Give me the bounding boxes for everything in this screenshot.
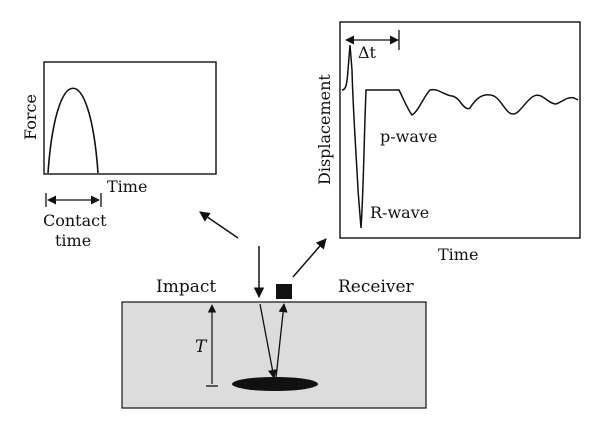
- flaw-ellipse: [232, 377, 318, 391]
- receiver-label: Receiver: [338, 277, 415, 297]
- r-wave-label: R-wave: [370, 203, 429, 222]
- delta-t-label: Δt: [358, 43, 377, 62]
- displacement-y-label: Displacement: [315, 74, 334, 185]
- displacement-plot-frame: [339, 21, 581, 239]
- arrow-to-displacement-plot: [292, 238, 327, 278]
- thickness-label: T: [195, 337, 208, 357]
- receiver-sensor: [276, 284, 292, 299]
- impact-label: Impact: [156, 277, 216, 297]
- force-x-label: Time: [107, 177, 147, 196]
- contact-time-label-2: time: [55, 231, 91, 250]
- force-y-label: Force: [21, 94, 40, 140]
- displacement-x-label: Time: [438, 245, 478, 264]
- specimen: T Impact Receiver: [121, 246, 427, 409]
- wave-path-down: [259, 303, 277, 379]
- specimen-block: [121, 301, 427, 409]
- p-wave-label: p-wave: [380, 127, 437, 146]
- displacement-waveform: [341, 44, 579, 229]
- force-plot-frame: [43, 61, 217, 175]
- contact-time-label-1: Contact: [43, 211, 107, 230]
- arrow-to-force-plot: [199, 211, 239, 239]
- force-pulse-curve: [47, 87, 99, 174]
- wave-path-up: [275, 303, 288, 379]
- displacement-plot: Δt p-wave R-wave Displacement Time: [315, 21, 581, 264]
- force-plot: Force Time Contact time: [21, 61, 217, 250]
